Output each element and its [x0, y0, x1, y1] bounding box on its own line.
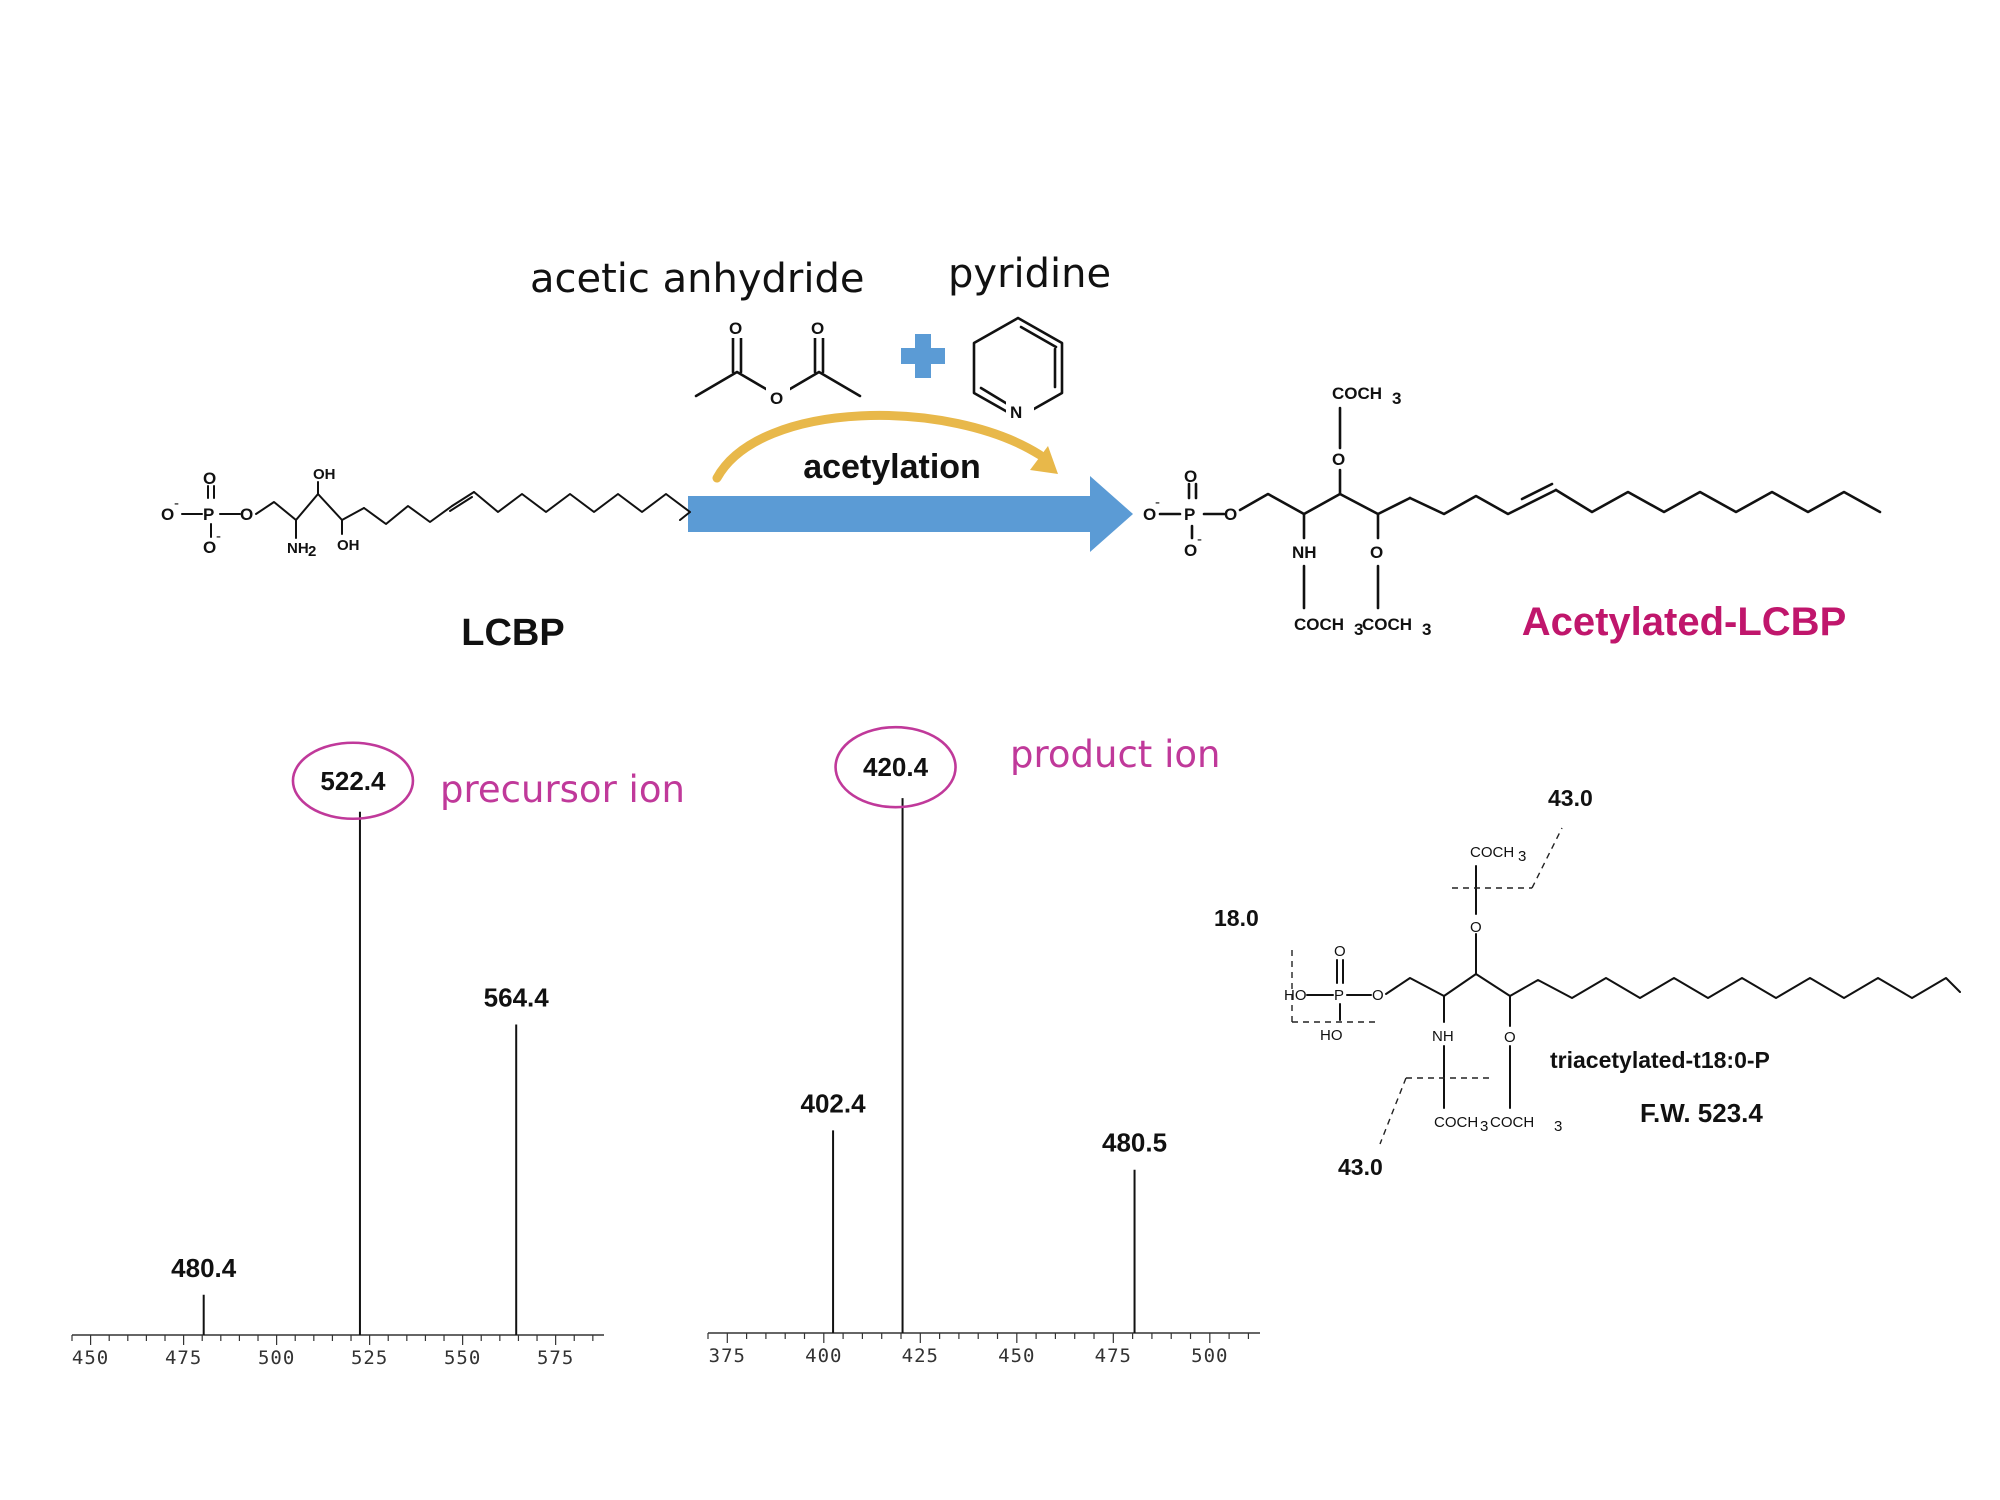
- x-tick-label: 475: [165, 1347, 202, 1369]
- reagent-label-acetic-anhydride: acetic anhydride: [530, 256, 864, 302]
- peak-label: 522.4: [320, 766, 386, 796]
- atom-o: O: [1370, 543, 1383, 562]
- charge-minus: -: [174, 495, 179, 512]
- atom-oh: OH: [337, 537, 360, 554]
- subscript-3: 3: [1518, 848, 1526, 865]
- subscript-3: 3: [1480, 1118, 1488, 1135]
- reagent-label-pyridine: pyridine: [948, 251, 1111, 297]
- atom-o: O: [1334, 943, 1346, 960]
- atom-p: P: [1184, 505, 1195, 524]
- subscript-3: 3: [1392, 389, 1401, 408]
- fragment-name: triacetylated-t18:0-P: [1550, 1047, 1770, 1073]
- atom-o: O: [1504, 1029, 1516, 1046]
- subscript-3: 3: [1554, 1118, 1562, 1135]
- x-tick-label: 425: [902, 1345, 939, 1367]
- atom-o: O: [1224, 505, 1237, 524]
- reaction-arrow-icon: [688, 476, 1133, 552]
- atom-o: O: [1332, 450, 1345, 469]
- acetyl-group-label: COCH: [1294, 615, 1344, 634]
- peak-annotation: product ion: [1010, 733, 1220, 776]
- atom-o: O: [240, 505, 253, 524]
- subscript-3: 3: [1422, 620, 1431, 639]
- x-tick-label: 400: [805, 1345, 842, 1367]
- x-tick-label: 375: [709, 1345, 746, 1367]
- peak-label: 564.4: [484, 983, 550, 1013]
- atom-o: O: [1470, 919, 1482, 936]
- atom-o: O: [770, 389, 783, 408]
- lcbp-structure: O - P O O - O OH NH 2 OH: [161, 466, 691, 560]
- peak-annotation: precursor ion: [440, 768, 685, 811]
- atom-o: O: [203, 469, 216, 488]
- peak-label: 480.4: [171, 1253, 237, 1283]
- acetyl-group-label: COCH: [1490, 1114, 1534, 1131]
- atom-oh: OH: [313, 466, 336, 483]
- atom-o: O: [1184, 467, 1197, 486]
- atom-o-minus: O: [203, 538, 216, 557]
- charge-minus: -: [216, 528, 221, 545]
- peak-highlight-ellipse: [291, 741, 415, 821]
- atom-ho: HO: [1284, 987, 1307, 1004]
- fragment-formula-weight: F.W. 523.4: [1640, 1098, 1763, 1128]
- subscript-3: 3: [1354, 620, 1363, 639]
- atom-nh2: NH: [287, 540, 309, 557]
- charge-minus: -: [1197, 531, 1202, 548]
- atom-o: O: [729, 319, 742, 338]
- atom-o: O: [811, 319, 824, 338]
- acetylated-lcbp-structure: O - P O O - O O COCH 3 NH COCH 3 O COCH …: [1143, 384, 1882, 639]
- acetic-anhydride-structure: O O O: [694, 316, 862, 408]
- plus-icon: [901, 334, 945, 378]
- curved-arrow-icon: [712, 410, 1058, 483]
- fragment-loss-bottom: 43.0: [1338, 1154, 1383, 1180]
- atom-o-minus: O: [1143, 505, 1156, 524]
- x-tick-label: 575: [537, 1347, 574, 1369]
- subscript-2: 2: [308, 543, 316, 560]
- peak-label: 480.5: [1102, 1128, 1167, 1158]
- acetyl-group-label: COCH: [1470, 844, 1514, 861]
- x-tick-label: 500: [1191, 1345, 1228, 1367]
- product-label: Acetylated-LCBP: [1522, 600, 1847, 644]
- product-mass-spectrum: 375 400 425 450 475 500 402.4 420.4 product ion 4…: [707, 725, 1260, 1367]
- atom-ho: HO: [1320, 1027, 1343, 1044]
- peak-label: 402.4: [801, 1088, 867, 1118]
- peak-highlight-ellipse: [834, 725, 957, 809]
- charge-minus: -: [1155, 494, 1160, 511]
- precursor-mass-spectrum: 450 475 500 525 550 575 480.4 522.4 precursor io…: [71, 741, 685, 1369]
- atom-o-minus: O: [1184, 541, 1197, 560]
- atom-o: O: [1372, 987, 1384, 1004]
- x-tick-label: 450: [72, 1347, 109, 1369]
- atom-n: N: [1010, 403, 1022, 422]
- atom-nh: NH: [1292, 543, 1317, 562]
- fragment-structure: HO P O O HO O COCH 3 NH COCH 3 O COCH 3: [1284, 827, 1961, 1145]
- x-tick-label: 500: [258, 1347, 295, 1369]
- acetyl-group-label: COCH: [1362, 615, 1412, 634]
- acetyl-group-label: COCH: [1332, 384, 1382, 403]
- fragment-loss-top: 43.0: [1548, 785, 1593, 811]
- acetyl-group-label: COCH: [1434, 1114, 1478, 1131]
- process-label: acetylation: [803, 448, 981, 486]
- x-tick-label: 450: [998, 1345, 1035, 1367]
- x-tick-label: 475: [1095, 1345, 1132, 1367]
- pyridine-structure: N: [972, 316, 1064, 424]
- atom-o-minus: O: [161, 505, 174, 524]
- x-tick-label: 525: [351, 1347, 388, 1369]
- peak-label: 420.4: [863, 752, 929, 782]
- atom-p: P: [1334, 987, 1344, 1004]
- x-tick-label: 550: [444, 1347, 481, 1369]
- fragment-loss-left: 18.0: [1214, 905, 1259, 931]
- atom-nh: NH: [1432, 1028, 1454, 1045]
- atom-p: P: [203, 505, 214, 524]
- reactant-label: LCBP: [461, 612, 564, 654]
